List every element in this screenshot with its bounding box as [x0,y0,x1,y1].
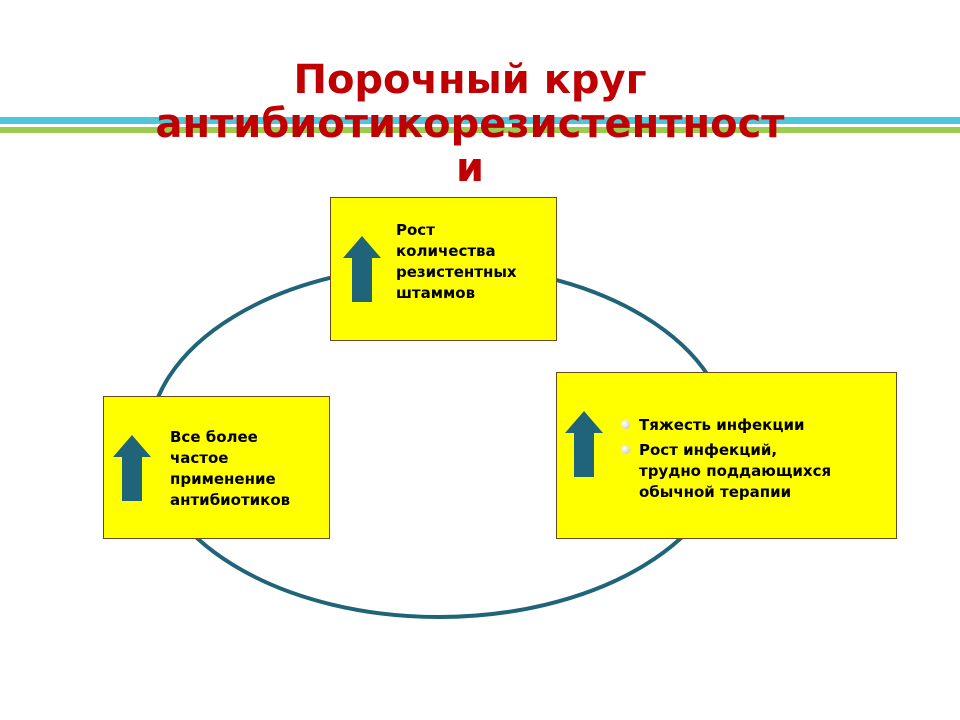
box-top-line: штаммов [396,284,476,302]
box-left-line: Все более [170,428,258,446]
box-top-line: Рост [396,221,435,239]
bullet-line: Рост инфекций, [639,441,778,459]
box-resistant-strains-growth: Рост количества резистентных штаммов [330,197,557,341]
box-left-line: частое [170,449,229,467]
up-arrow-icon [343,236,381,302]
box-left-line: антибиотиков [170,491,291,509]
title-line-2: антибиотикорезистентност [155,101,785,147]
bullet-line: трудно поддающихся [639,462,832,480]
box-left-line: применение [170,470,276,488]
title-line-3: и [455,145,485,191]
bullet-list: Тяжесть инфекции Рост инфекций, трудно п… [621,415,831,503]
bullet-icon [621,445,630,454]
box-left-text: Все более частое применение антибиотиков [170,427,290,511]
box-infection-severity: Тяжесть инфекции Рост инфекций, трудно п… [556,372,897,539]
title-line-1: Порочный круг [293,57,647,103]
bullet-line: обычной терапии [639,483,792,501]
decorative-stripe-green [0,127,960,133]
box-top-line: количества [396,242,496,260]
bullet-item: Рост инфекций, трудно поддающихся обычно… [621,440,831,503]
box-right-text: Тяжесть инфекции Рост инфекций, трудно п… [621,415,831,507]
bullet-icon [621,420,630,429]
slide-title: Порочный круг антибиотикорезистентност и [60,58,880,190]
box-top-text: Рост количества резистентных штаммов [396,220,517,304]
up-arrow-icon [565,411,603,477]
up-arrow-icon [113,435,151,501]
decorative-stripe-cyan [0,117,960,124]
bullet-item: Тяжесть инфекции [621,415,831,436]
box-antibiotic-use-increase: Все более частое применение антибиотиков [103,396,330,539]
box-top-line: резистентных [396,263,517,281]
bullet-line: Тяжесть инфекции [639,416,805,434]
